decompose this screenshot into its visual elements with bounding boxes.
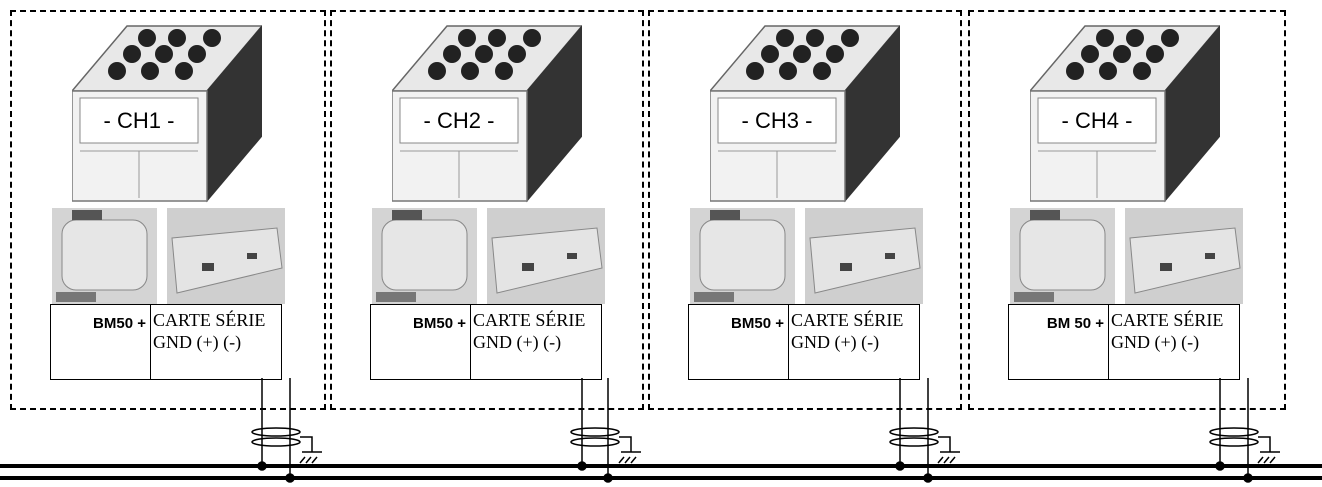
- chiller-name: - CH2 -: [424, 108, 495, 133]
- controller-label: BM 50 +: [1009, 305, 1109, 379]
- ground-icon: [300, 437, 312, 452]
- serial-card-title: CARTE SÉRIE: [473, 309, 601, 331]
- controller-board-icon: [372, 208, 477, 304]
- serial-card-label: CARTE SÉRIE GND (+) (-): [789, 305, 919, 383]
- serial-card-terminals: GND (+) (-): [153, 331, 281, 353]
- bus-lines: [0, 466, 1322, 478]
- controller-board-icon: [52, 208, 157, 304]
- chiller-unit-icon: - CH2 -: [392, 16, 582, 206]
- controller-board-icon: [690, 208, 795, 304]
- serial-card-title: CARTE SÉRIE: [791, 309, 919, 331]
- chiller-unit-icon: - CH3 -: [710, 16, 900, 206]
- shield-icon: [1210, 428, 1258, 436]
- serial-card-icon: [1125, 208, 1243, 304]
- chiller-unit-icon: - CH1 -: [72, 16, 262, 206]
- chiller-unit-4: - CH4 - BM 50 + CARTE SÉRIE GND (+) (-): [968, 10, 1286, 410]
- controller-label: BM50 +: [371, 305, 471, 379]
- serial-card-terminals: GND (+) (-): [791, 331, 919, 353]
- ground-icon: [619, 437, 631, 452]
- shield-icon: [252, 428, 300, 436]
- chiller-unit-icon: - CH4 -: [1030, 16, 1220, 206]
- chiller-name: - CH3 -: [742, 108, 813, 133]
- chiller-name: - CH4 -: [1062, 108, 1133, 133]
- shield-icon: [890, 428, 938, 436]
- ground-icon: [938, 437, 950, 452]
- controller-board-icon: [1010, 208, 1115, 304]
- serial-card-title: CARTE SÉRIE: [1111, 309, 1239, 331]
- serial-card-terminals: GND (+) (-): [473, 331, 601, 353]
- controller-label-box: BM 50 + CARTE SÉRIE GND (+) (-): [1008, 304, 1240, 380]
- serial-card-label: CARTE SÉRIE GND (+) (-): [471, 305, 601, 383]
- chiller-unit-3: - CH3 - BM50 + CARTE SÉRIE GND (+) (-): [648, 10, 962, 410]
- controller-label-box: BM50 + CARTE SÉRIE GND (+) (-): [50, 304, 282, 380]
- controller-label-box: BM50 + CARTE SÉRIE GND (+) (-): [370, 304, 602, 380]
- serial-card-label: CARTE SÉRIE GND (+) (-): [1109, 305, 1239, 383]
- shield-icon: [571, 428, 619, 436]
- controller-label-box: BM50 + CARTE SÉRIE GND (+) (-): [688, 304, 920, 380]
- chiller-unit-1: - CH1 - BM50 + CARTE SÉRIE GND (+) (-): [10, 10, 326, 410]
- controller-label: BM50 +: [51, 305, 151, 379]
- serial-card-terminals: GND (+) (-): [1111, 331, 1239, 353]
- ground-icon: [1258, 437, 1270, 452]
- chiller-unit-2: - CH2 - BM50 + CARTE SÉRIE GND (+) (-): [330, 10, 644, 410]
- serial-card-title: CARTE SÉRIE: [153, 309, 281, 331]
- controller-label: BM50 +: [689, 305, 789, 379]
- serial-card-icon: [167, 208, 285, 304]
- serial-card-label: CARTE SÉRIE GND (+) (-): [151, 305, 281, 383]
- serial-card-icon: [805, 208, 923, 304]
- chiller-name: - CH1 -: [104, 108, 175, 133]
- serial-card-icon: [487, 208, 605, 304]
